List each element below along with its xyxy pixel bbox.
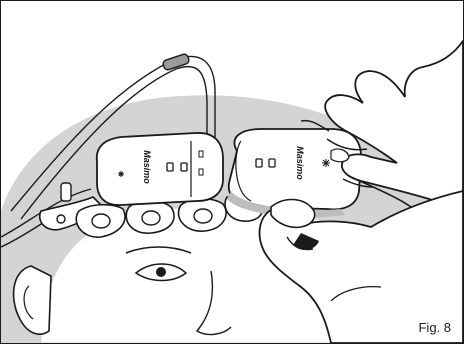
eye-pupil [156,267,166,277]
lower-thumb [270,198,316,229]
wire-clip [60,182,72,202]
ear-shape [12,265,52,335]
sparkle-icon [322,159,330,167]
strap-clip [162,53,190,71]
mounted-sensor-module: Masimo [95,132,224,206]
mounted-device-logo: Masimo [142,150,152,184]
sensor-cable-loop [10,55,216,212]
eyebrow [125,246,192,254]
lower-hand [258,190,463,343]
figure-label: Fig. 8 [418,320,451,335]
handheld-sensor-module: Masimo [227,128,362,218]
thumbnail [330,148,350,163]
upper-hand [324,39,463,212]
handheld-device-logo: Masimo [295,146,305,180]
sparkle-icon [118,171,124,177]
